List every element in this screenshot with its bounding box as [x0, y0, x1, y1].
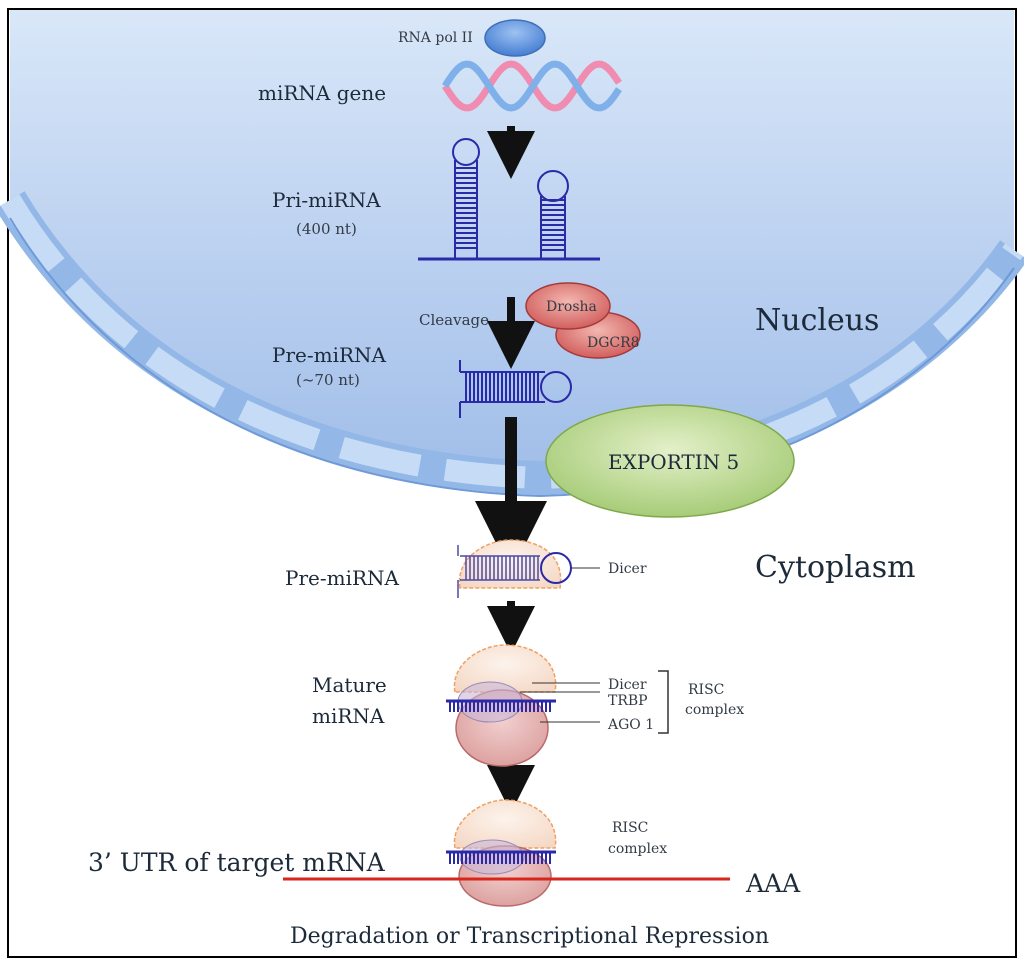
exportin-5-shape	[545, 404, 795, 518]
trbp-label: TRBP	[608, 693, 648, 709]
mature-label-line2: miRNA	[312, 704, 385, 728]
cytoplasm-label: Cytoplasm	[755, 550, 916, 585]
cleavage-label: Cleavage	[419, 311, 489, 329]
membrane-outer-edge	[9, 217, 1015, 498]
pre-mirna-nucleus-hairpin	[459, 360, 572, 418]
pri-mirna-size: (400 nt)	[296, 220, 357, 238]
risc-label-1b: complex	[685, 702, 744, 718]
footer-label: Degradation or Transcriptional Repressio…	[290, 924, 769, 949]
risc-on-target	[283, 799, 730, 907]
rna-pol-ii-shape	[484, 19, 546, 57]
rna-pol-label: RNA pol II	[398, 30, 473, 46]
risc-label-2b: complex	[608, 841, 667, 857]
pre-mirna-cytoplasm-hairpin	[457, 539, 600, 598]
utr-label: 3’ UTR of target mRNA	[88, 848, 386, 877]
dicer-label-1: Dicer	[608, 561, 647, 577]
pre-mirna-size: (~70 nt)	[296, 371, 360, 389]
mature-risc-complex	[446, 644, 669, 767]
dgcr8-label: DGCR8	[587, 335, 640, 351]
pri-mirna-label: Pri-miRNA	[272, 188, 381, 212]
pre-mirna-cytoplasm-label: Pre-miRNA	[285, 566, 400, 590]
nuclear-pores	[0, 194, 1024, 490]
mature-label-line1: Mature	[312, 673, 387, 697]
ago1-label: AGO 1	[607, 717, 654, 733]
drosha-label: Drosha	[546, 299, 597, 315]
pri-mirna-hairpins	[418, 138, 600, 261]
exportin-label: EXPORTIN 5	[608, 450, 739, 474]
dna-helix	[442, 60, 622, 112]
drosha-shape	[525, 282, 611, 330]
pre-mirna-nucleus-label: Pre-miRNA	[272, 343, 387, 367]
mirna-gene-label: miRNA gene	[258, 81, 386, 105]
nucleus-label: Nucleus	[755, 303, 879, 338]
risc-label-1a: RISC	[688, 682, 724, 698]
nucleus-body	[10, 10, 1014, 493]
risc-label-2a: RISC	[612, 820, 648, 836]
dicer-label-2: Dicer	[608, 677, 647, 693]
aaa-label: AAA	[745, 869, 801, 898]
